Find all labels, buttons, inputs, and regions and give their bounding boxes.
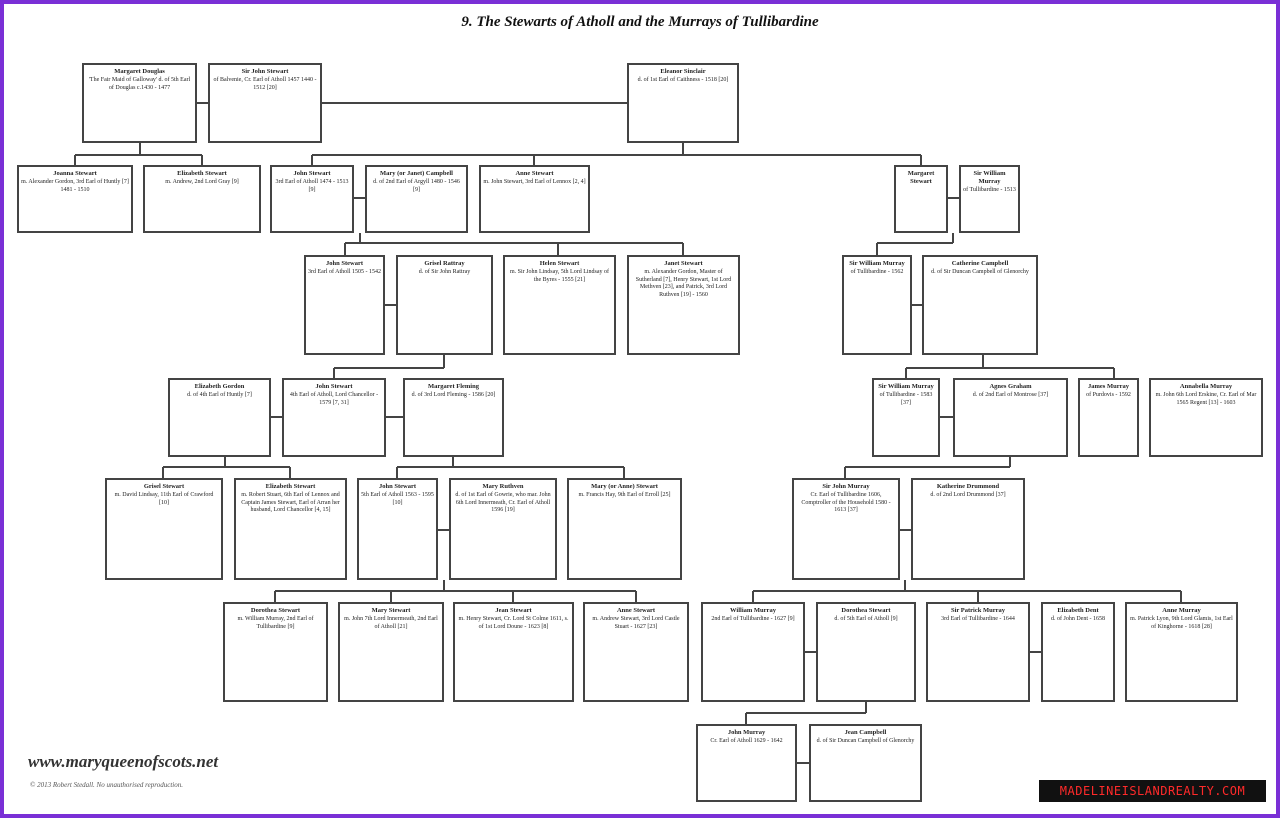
person-margaret-douglas: Margaret Douglas'The Fair Maid of Gallow… — [82, 63, 197, 143]
person-margaret-stewart: Margaret Stewart — [894, 165, 948, 233]
connectors — [74, 102, 1182, 764]
website-link[interactable]: www.maryqueenofscots.net — [28, 752, 219, 771]
copyright-notice: © 2013 Robert Stedall. No unauthorised r… — [30, 781, 183, 789]
chart-title: 9. The Stewarts of Atholl and the Murray… — [461, 14, 819, 30]
watermark-banner: MADELINEISLANDREALTY.COM — [1039, 780, 1266, 802]
